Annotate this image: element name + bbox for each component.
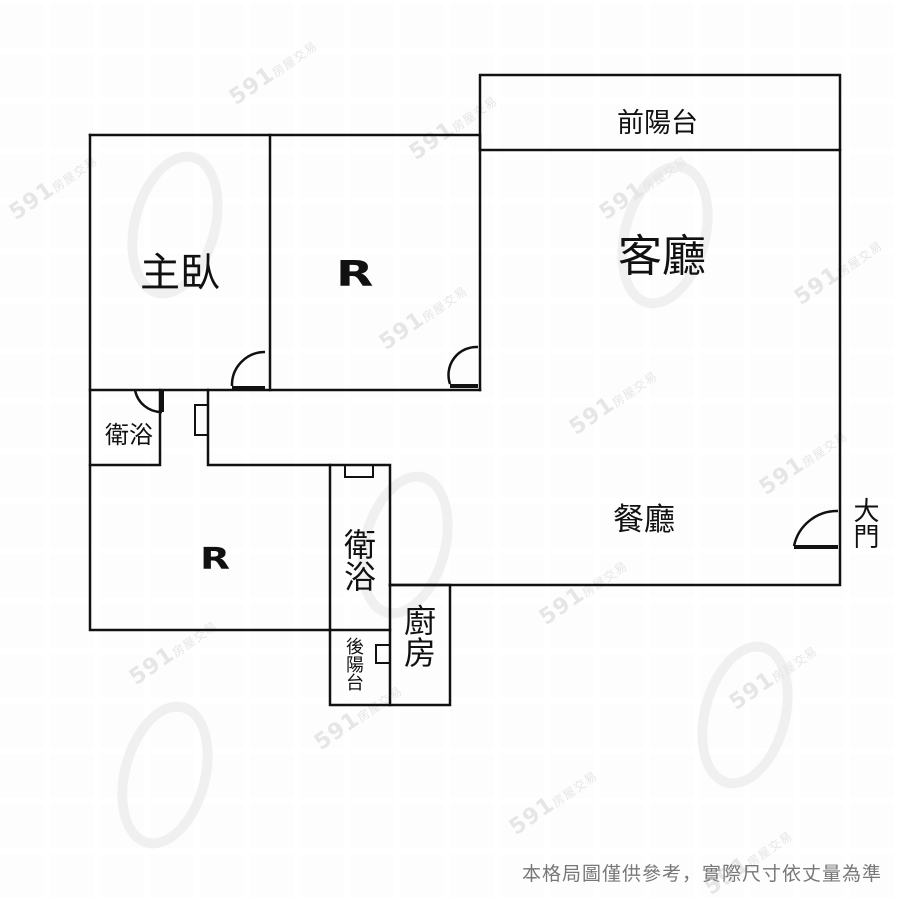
small-bath-wall bbox=[88, 388, 162, 467]
label-main-door: 大門 bbox=[849, 497, 879, 549]
bedrooms-top-wall bbox=[88, 133, 482, 392]
room-label-kitchen: 廚房 bbox=[399, 604, 437, 668]
room-label-front-balcony: 前陽台 bbox=[617, 108, 698, 139]
disclaimer-text: 本格局圖僅供參考，實際尺寸依丈量為準 bbox=[521, 863, 882, 885]
bath-kitchen-walls bbox=[328, 463, 452, 707]
bath-fixture bbox=[344, 464, 374, 478]
room-label-small-bathroom: 衛浴 bbox=[105, 421, 153, 449]
living-outer-wall bbox=[388, 148, 842, 587]
bath-door-swing bbox=[133, 389, 163, 414]
room-label-bedroom-top: R bbox=[336, 254, 374, 295]
main-door-swing bbox=[792, 509, 839, 547]
room-label-dining-room: 餐廳 bbox=[613, 502, 675, 538]
room-label-master-bedroom: 主臥 bbox=[140, 250, 220, 296]
left-outer-wall bbox=[88, 133, 332, 632]
master-door-swing bbox=[230, 350, 266, 387]
r-door-swing bbox=[447, 345, 479, 385]
room-label-main-bathroom: 衛浴 bbox=[339, 528, 377, 592]
room-label-living-room: 客廳 bbox=[618, 231, 706, 282]
back-balcony-fixture bbox=[375, 644, 391, 664]
room-label-back-balcony: 後陽台 bbox=[343, 637, 364, 691]
hall-fixture bbox=[194, 404, 209, 436]
room-label-bedroom-bottom: R bbox=[200, 542, 231, 577]
